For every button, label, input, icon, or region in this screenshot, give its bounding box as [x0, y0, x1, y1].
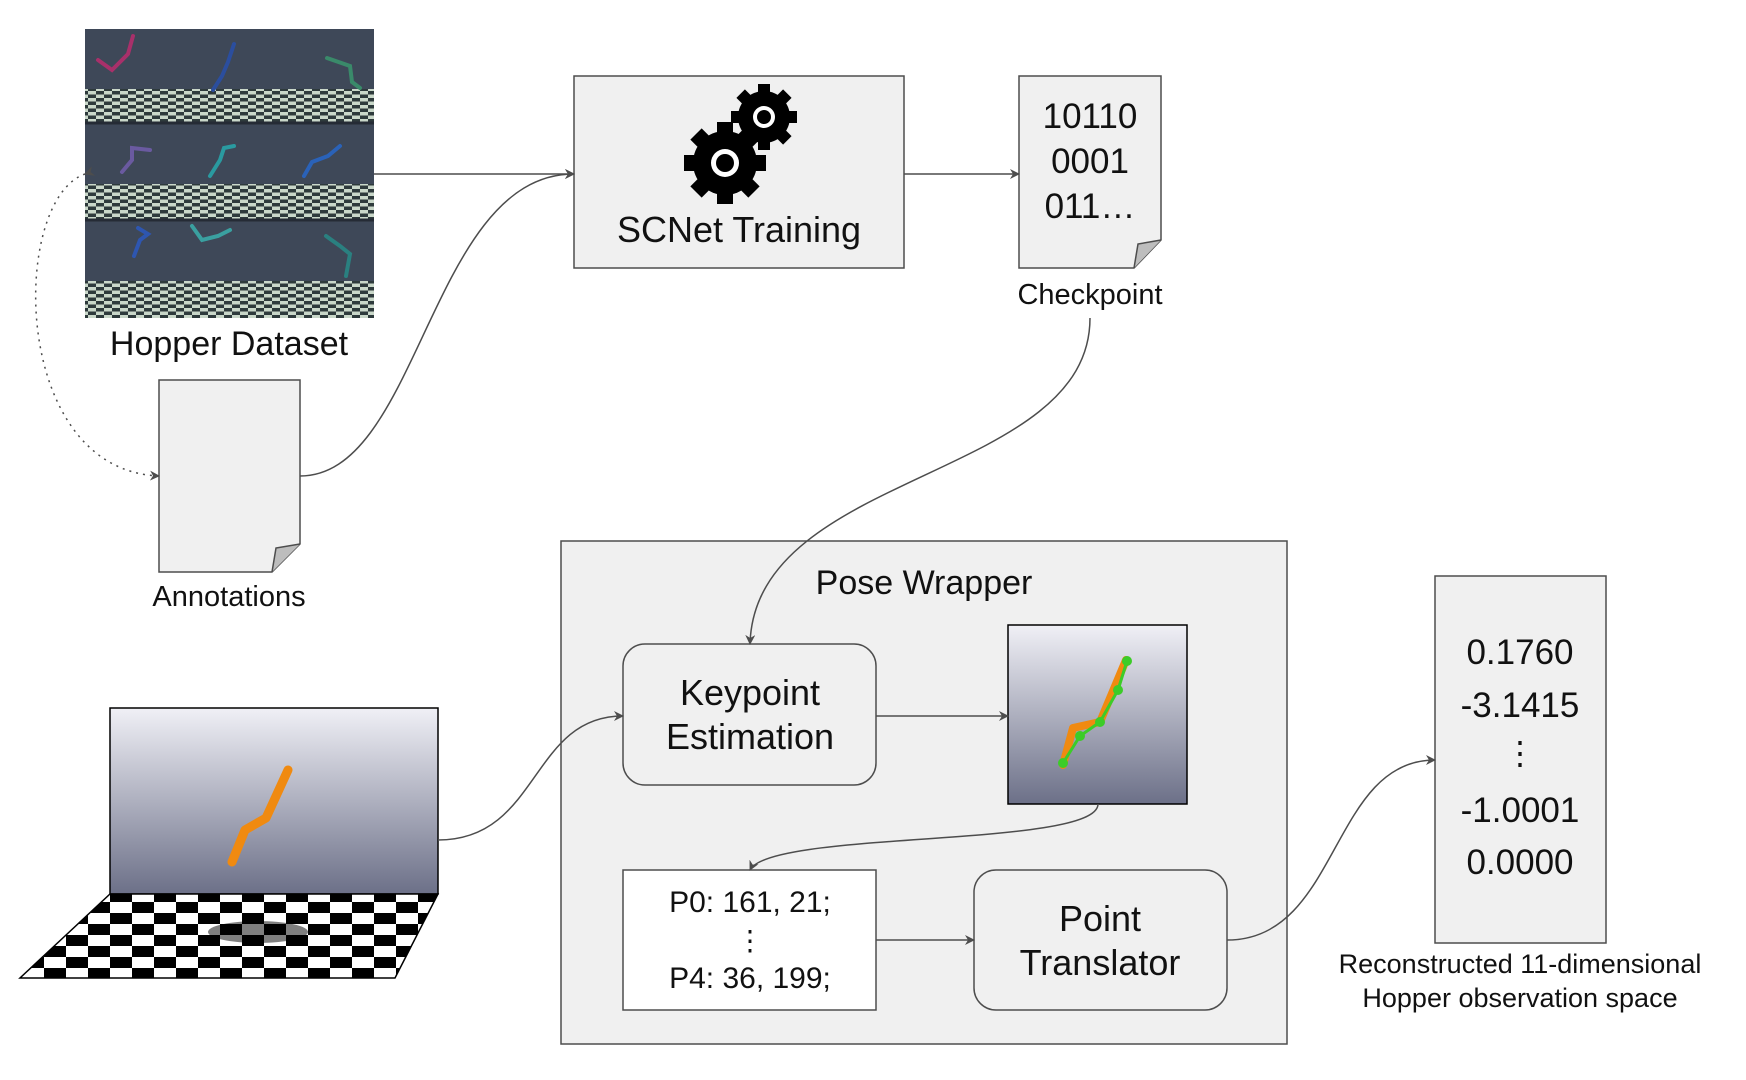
point-translator-label: Point: [1059, 898, 1141, 939]
arrow-preview-to-points: [749, 803, 1099, 871]
arrow-laptop-to-keypoint: [437, 711, 624, 841]
laptop-render: [18, 707, 440, 979]
hopper-figure: [96, 34, 135, 73]
point-translator-label: Translator: [1020, 942, 1181, 983]
observation-value: 0.0000: [1466, 843, 1573, 882]
hopper-figure: [302, 144, 342, 178]
observation-value: 0.1760: [1466, 633, 1573, 672]
keypoints-box: [622, 869, 877, 1011]
checkpoint-bits-line: 011…: [1045, 187, 1136, 226]
checkpoint-label: Checkpoint: [1017, 279, 1162, 311]
pose-wrapper-title: Pose Wrapper: [816, 564, 1033, 602]
observation-value: -3.1415: [1461, 686, 1580, 725]
keypoint-estimation-label: Estimation: [666, 716, 834, 757]
checkpoint-bits-line: 0001: [1051, 142, 1129, 181]
observation-value: -1.0001: [1461, 791, 1580, 830]
observation-caption: Reconstructed 11-dimensional: [1339, 949, 1702, 979]
keypoint-line: ⋮: [736, 925, 764, 956]
hopper-figure: [190, 224, 232, 243]
gears-icon: [684, 84, 797, 204]
arrow-annotations-to-training: [299, 169, 575, 477]
checkpoint-document: [1018, 75, 1162, 269]
keypoint-preview-image: [1007, 624, 1188, 805]
dataset-label: Hopper Dataset: [110, 325, 349, 363]
arrow-translator-to-observation: [1226, 755, 1436, 941]
checkpoint-bits-line: 10110: [1043, 97, 1138, 136]
arrow-dataset-annotations-link: [35, 166, 160, 481]
training-label: SCNet Training: [617, 209, 861, 250]
hopper-figure: [208, 144, 236, 178]
hopper-figure: [324, 234, 353, 278]
hopper-figure: [325, 56, 362, 90]
hopper-figure: [120, 145, 152, 174]
point-translator-box: [973, 869, 1228, 1011]
observation-value: ⋮: [1504, 735, 1536, 771]
connector-arrows: [35, 166, 1436, 945]
observation-vector-box: [1434, 575, 1607, 944]
hopper-dataset-image: [85, 29, 374, 318]
annotations-document: [158, 379, 301, 573]
annotations-label: Annotations: [152, 581, 305, 613]
observation-caption: Hopper observation space: [1362, 983, 1677, 1013]
keypoint-line: P4: 36, 199;: [669, 962, 831, 995]
arrow-checkpoint-to-keypoint: [745, 317, 1091, 645]
keypoint-line: P0: 161, 21;: [669, 886, 831, 919]
hopper-figure: [211, 42, 236, 92]
keypoint-estimation-label: Keypoint: [680, 672, 820, 713]
keypoint-estimation-box: [622, 643, 877, 786]
